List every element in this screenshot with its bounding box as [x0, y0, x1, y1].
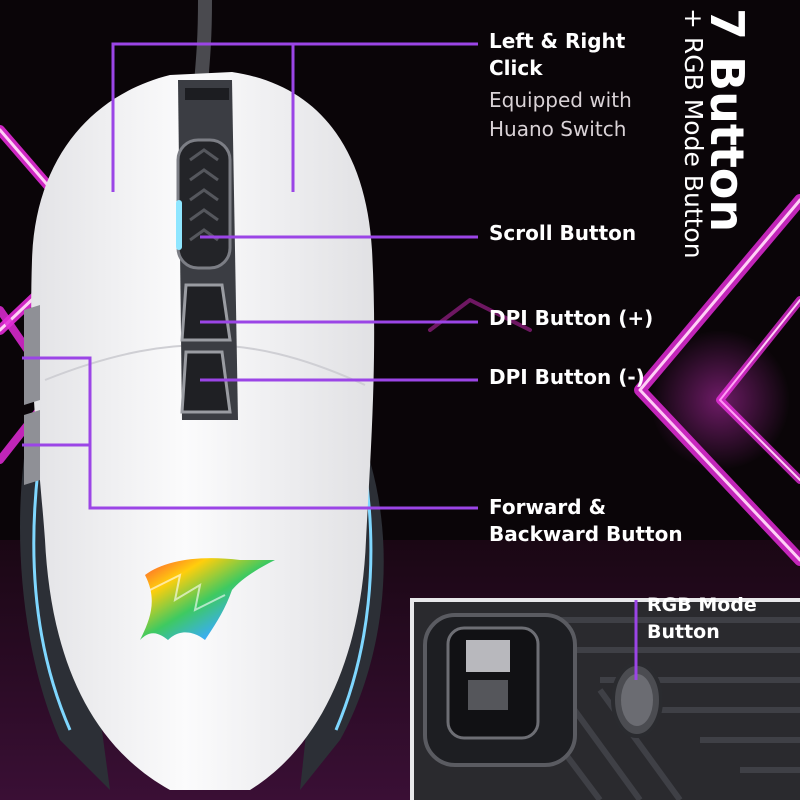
rgb-button-inset: [410, 598, 800, 800]
line-forward: [22, 356, 478, 510]
forward-backward-label: Forward & Backward Button: [489, 494, 683, 548]
rgb-line1: RGB Mode: [647, 594, 757, 616]
left-right-click-label: Left & Right Click: [489, 28, 625, 82]
rgb-line2: Button: [647, 621, 720, 643]
dpi-plus-label: DPI Button (+): [489, 306, 654, 330]
left-right-click-line2: Click: [489, 56, 543, 80]
huano-line1: Equipped with: [489, 88, 632, 112]
rgb-mode-label: RGB Mode Button: [647, 592, 757, 646]
left-right-click-line1: Left & Right: [489, 29, 626, 53]
forward-line2: Backward Button: [489, 522, 683, 546]
huano-switch-note: Equipped with Huano Switch: [489, 86, 632, 144]
forward-line1: Forward &: [489, 495, 607, 519]
neon-glow: [650, 330, 790, 470]
title-sub: + RGB Mode Button: [679, 8, 800, 259]
callout-lines: [22, 42, 638, 680]
line-left-click: [111, 42, 478, 192]
huano-line2: Huano Switch: [489, 117, 627, 141]
mouse-body: [20, 72, 384, 790]
title-main-text: 7 Button: [700, 8, 754, 233]
title-sub-text: + RGB Mode Button: [679, 8, 708, 259]
dpi-minus-label: DPI Button (-): [489, 365, 645, 389]
scroll-button-label: Scroll Button: [489, 221, 637, 245]
